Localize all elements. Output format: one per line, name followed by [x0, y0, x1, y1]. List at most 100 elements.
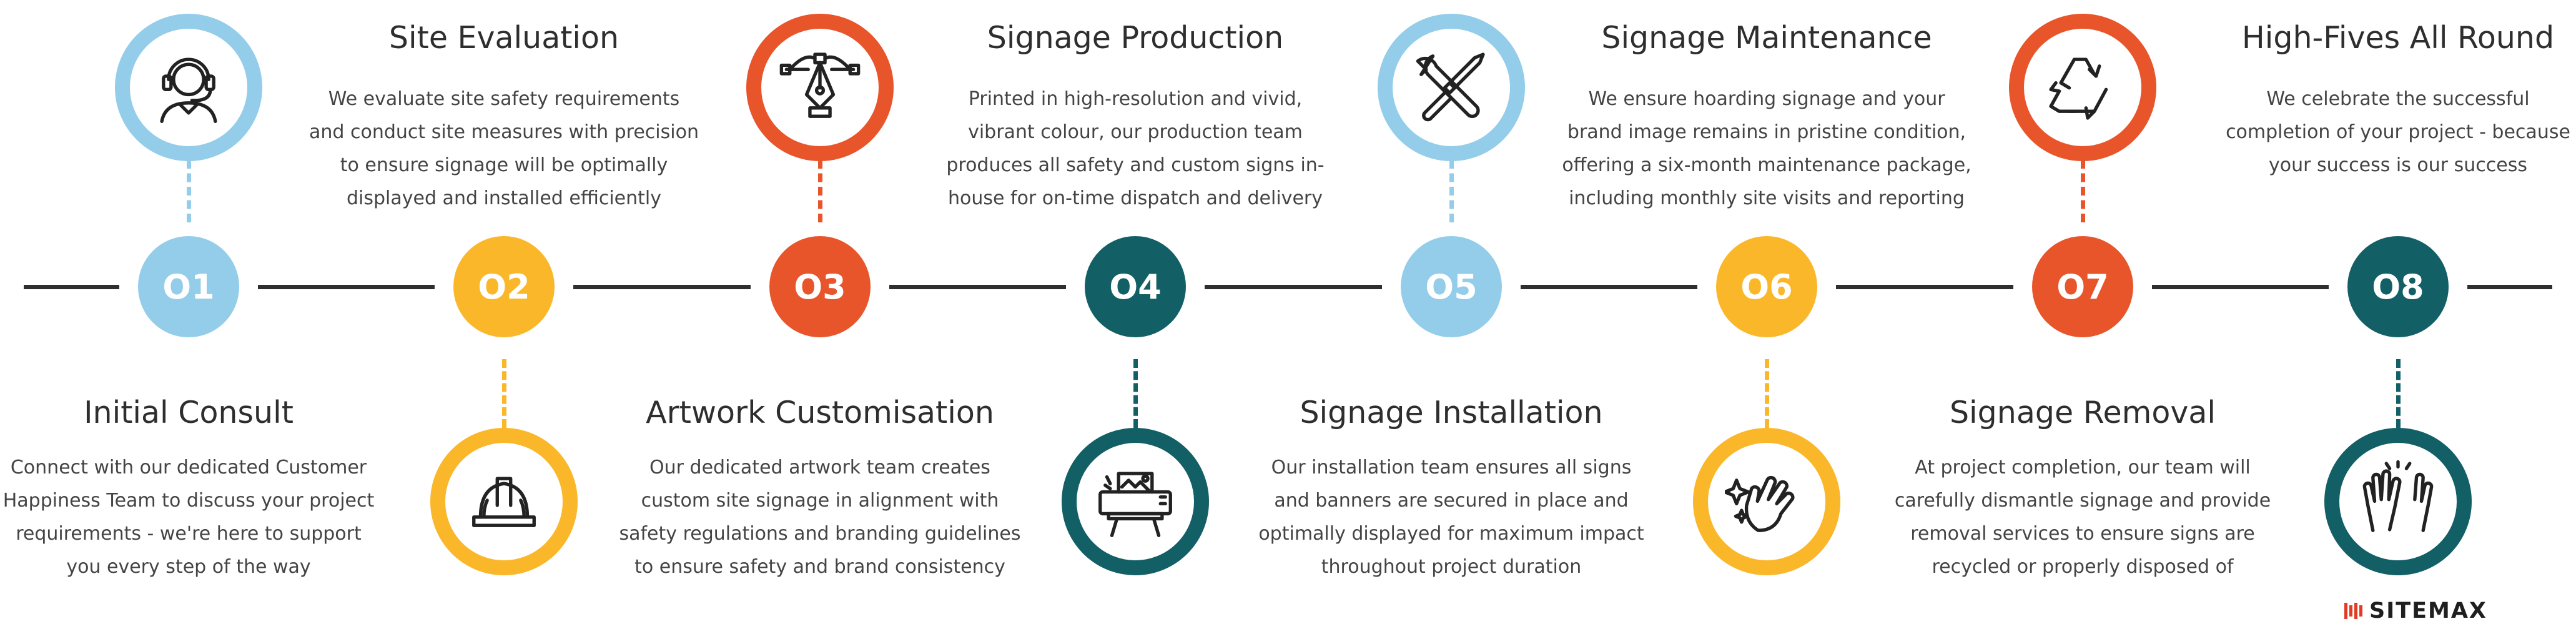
high-five-icon	[2356, 458, 2440, 545]
description-line: requirements - we're here to support	[16, 523, 362, 545]
large-format-printer-icon	[1093, 458, 1177, 545]
description-line: to ensure signage will be optimally	[340, 154, 668, 176]
step-description: Our dedicated artwork team creates custom…	[595, 451, 1045, 583]
step-description: We celebrate the successful completion of…	[2173, 82, 2576, 182]
description-line: throughout project duration	[1321, 556, 1582, 578]
step-icon-ring	[2324, 428, 2472, 575]
step-number-circle: O8	[2347, 236, 2449, 337]
description-line: We celebrate the successful	[2266, 88, 2530, 110]
description-line: and conduct site measures with precision	[309, 121, 699, 143]
step-connector	[818, 160, 822, 222]
description-line: We ensure hoarding signage and your	[1588, 88, 1945, 110]
sitemax-logo: SITEMAX	[2343, 598, 2487, 623]
description-line: Printed in high-resolution and vivid,	[968, 88, 1303, 110]
step-connector	[1449, 160, 1454, 222]
headset-agent-icon	[147, 44, 230, 131]
step-number: O7	[2056, 267, 2109, 307]
step-number: O8	[2372, 267, 2424, 307]
description-line: including monthly site visits and report…	[1569, 187, 1965, 209]
step-description: Printed in high-resolution and vivid, vib…	[910, 82, 1360, 215]
description-line: displayed and installed efficiently	[347, 187, 661, 209]
step-number-circle: O4	[1085, 236, 1186, 337]
step-title: Signage Maintenance	[1601, 20, 1932, 56]
description-line: offering a six-month maintenance package…	[1562, 154, 1971, 176]
step-icon-ring	[746, 14, 894, 161]
description-line: At project completion, our team will	[1915, 457, 2251, 478]
step-description: We ensure hoarding signage and your brand…	[1542, 82, 1991, 215]
step-connector	[187, 160, 191, 222]
step-title: Artwork Customisation	[646, 395, 994, 430]
description-line: removal services to ensure signs are	[1910, 523, 2255, 545]
step-description: We evaluate site safety requirements and …	[279, 82, 729, 215]
description-line: Connect with our dedicated Customer	[10, 457, 367, 478]
step-number: O2	[478, 267, 530, 307]
step-icon-ring	[2009, 14, 2156, 161]
timeline-line	[1205, 285, 1382, 289]
timeline-line	[2467, 285, 2552, 289]
step-title: Signage Installation	[1300, 395, 1603, 430]
wrench-screwdriver-icon	[1409, 44, 1493, 131]
step-number-circle: O1	[138, 236, 239, 337]
description-line: custom site signage in alignment with	[641, 490, 999, 512]
step-number: O1	[162, 267, 215, 307]
description-line: produces all safety and custom signs in-	[946, 154, 1325, 176]
step-number-circle: O6	[1716, 236, 1817, 337]
hard-hat-icon	[462, 458, 546, 545]
recycle-icon	[2041, 44, 2124, 131]
step-connector	[1765, 359, 1769, 428]
timeline-line	[24, 285, 119, 289]
step-icon-ring	[1378, 14, 1525, 161]
step-connector	[2396, 359, 2401, 428]
description-line: optimally displayed for maximum impact	[1258, 523, 1644, 545]
description-line: We evaluate site safety requirements	[328, 88, 680, 110]
description-line: and banners are secured in place and	[1274, 490, 1629, 512]
step-title: High-Fives All Round	[2241, 20, 2555, 56]
step-number: O3	[794, 267, 846, 307]
timeline-line	[889, 285, 1066, 289]
description-line: Our installation team ensures all signs	[1271, 457, 1632, 478]
step-icon-ring	[115, 14, 262, 161]
description-line: you every step of the way	[66, 556, 311, 578]
timeline-line	[1836, 285, 2013, 289]
timeline-line	[258, 285, 435, 289]
description-line: to ensure safety and brand consistency	[634, 556, 1005, 578]
pen-tool-icon	[778, 44, 862, 131]
step-description: Our installation team ensures all signs a…	[1226, 451, 1676, 583]
step-number: O6	[1740, 267, 1793, 307]
step-number-circle: O3	[769, 236, 871, 337]
description-line: your success is our success	[2269, 154, 2527, 176]
timeline-line	[573, 285, 751, 289]
cleaning-hand-sparkle-icon	[1723, 458, 1809, 545]
step-connector	[502, 359, 506, 428]
step-icon-ring	[430, 428, 578, 575]
step-number-circle: O2	[453, 236, 555, 337]
description-line: house for on-time dispatch and delivery	[948, 187, 1323, 209]
description-line: vibrant colour, our production team	[968, 121, 1303, 143]
description-line: brand image remains in pristine conditio…	[1567, 121, 1967, 143]
step-icon-ring	[1062, 428, 1209, 575]
timeline-line	[2152, 285, 2329, 289]
description-line: safety regulations and branding guidelin…	[619, 523, 1021, 545]
step-description: At project completion, our team will care…	[1858, 451, 2307, 583]
description-line: Happiness Team to discuss your project	[2, 490, 375, 512]
step-icon-ring	[1693, 428, 1840, 575]
description-line: recycled or properly disposed of	[1932, 556, 2234, 578]
step-title: Site Evaluation	[388, 20, 619, 56]
step-connector	[1133, 359, 1138, 428]
step-title: Signage Removal	[1949, 395, 2216, 430]
timeline-line	[1521, 285, 1697, 289]
description-line: carefully dismantle signage and provide	[1894, 490, 2271, 512]
step-number-circle: O5	[1401, 236, 1502, 337]
step-title: Initial Consult	[84, 395, 294, 430]
description-line: Our dedicated artwork team creates	[649, 457, 990, 478]
description-line: completion of your project - because	[2226, 121, 2570, 143]
step-connector	[2081, 160, 2085, 222]
step-number-circle: O7	[2032, 236, 2133, 337]
logo-text: SITEMAX	[2369, 598, 2487, 623]
sitemax-logo-icon	[2343, 600, 2364, 622]
step-number: O4	[1109, 267, 1162, 307]
step-title: Signage Production	[987, 20, 1284, 56]
step-number: O5	[1425, 267, 1478, 307]
